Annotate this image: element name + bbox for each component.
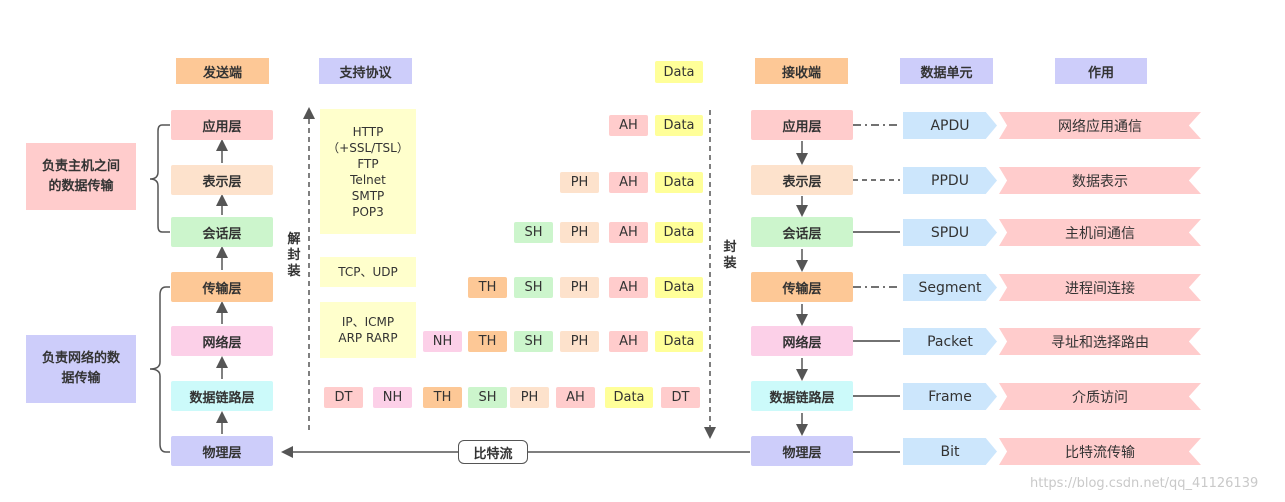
- role-transport: 进程间连接: [999, 274, 1201, 301]
- encap-label: 封装: [723, 240, 737, 271]
- role-presentation: 数据表示: [999, 167, 1201, 194]
- receiver-layer-application: 应用层: [751, 110, 853, 140]
- header-sender: 发送端: [176, 58, 269, 84]
- tag-ph: PH: [560, 277, 599, 298]
- sender-layer-application: 应用层: [171, 110, 273, 140]
- tag-dt: DT: [324, 387, 363, 408]
- header-unit: 数据单元: [900, 58, 993, 84]
- tag-th: TH: [423, 387, 462, 408]
- protocols-transport: TCP、UDP: [320, 257, 416, 287]
- receiver-layer-datalink: 数据链路层: [751, 381, 853, 411]
- role-datalink: 介质访问: [999, 383, 1201, 410]
- tag-ah: AH: [609, 277, 648, 298]
- tag-th: TH: [468, 277, 507, 298]
- receiver-layer-session: 会话层: [751, 217, 853, 247]
- tag-sh: SH: [468, 387, 507, 408]
- tag-data: Data: [655, 172, 703, 193]
- receiver-layer-presentation: 表示层: [751, 165, 853, 195]
- sender-layer-network: 网络层: [171, 326, 273, 356]
- tag-ah: AH: [609, 331, 648, 352]
- tag-nh: NH: [423, 331, 462, 352]
- side-label-host: 负责主机之间的数据传输: [26, 143, 136, 210]
- tag-nh: NH: [373, 387, 412, 408]
- header-role: 作用: [1055, 58, 1147, 84]
- tag-dt: DT: [661, 387, 700, 408]
- unit-spdu: SPDU: [903, 219, 997, 246]
- watermark: https://blog.csdn.net/qq_41126139: [1030, 476, 1259, 491]
- network-brace: [149, 286, 170, 453]
- sender-layer-datalink: 数据链路层: [171, 381, 273, 411]
- tag-data: Data: [605, 387, 653, 408]
- unit-apdu: APDU: [903, 112, 997, 139]
- decap-label: 解封装: [287, 232, 301, 279]
- unit-frame: Frame: [903, 383, 997, 410]
- tag-sh: SH: [514, 331, 553, 352]
- tag-ph: PH: [560, 172, 599, 193]
- unit-packet: Packet: [903, 328, 997, 355]
- sender-layer-presentation: 表示层: [171, 165, 273, 195]
- sender-layer-physical: 物理层: [171, 436, 273, 466]
- receiver-layer-transport: 传输层: [751, 272, 853, 302]
- tag-data: Data: [655, 222, 703, 243]
- unit-connectors: [853, 124, 900, 453]
- role-physical: 比特流传输: [999, 438, 1201, 465]
- unit-segment: Segment: [903, 274, 997, 301]
- tag-ah: AH: [609, 222, 648, 243]
- tag-sh: SH: [514, 277, 553, 298]
- unit-bit: Bit: [903, 438, 997, 465]
- role-session: 主机间通信: [999, 219, 1201, 246]
- receiver-layer-physical: 物理层: [751, 436, 853, 466]
- sender-layer-session: 会话层: [171, 217, 273, 247]
- bitflow-label: 比特流: [458, 440, 528, 464]
- header-protocols: 支持协议: [319, 58, 412, 84]
- tag-data: Data: [655, 331, 703, 352]
- tag-ah: AH: [609, 172, 648, 193]
- tag-ph: PH: [560, 331, 599, 352]
- role-network: 寻址和选择路由: [999, 328, 1201, 355]
- tag-ah: AH: [609, 115, 648, 136]
- header-data: Data: [655, 61, 703, 83]
- role-application: 网络应用通信: [999, 112, 1201, 139]
- tag-data: Data: [655, 115, 703, 136]
- receiver-layer-network: 网络层: [751, 326, 853, 356]
- unit-ppdu: PPDU: [903, 167, 997, 194]
- side-label-network: 负责网络的数据传输: [26, 335, 136, 403]
- tag-ph: PH: [510, 387, 549, 408]
- header-receiver: 接收端: [755, 58, 848, 84]
- tag-sh: SH: [514, 222, 553, 243]
- tag-th: TH: [468, 331, 507, 352]
- host-brace: [149, 124, 170, 233]
- sender-layer-transport: 传输层: [171, 272, 273, 302]
- tag-ph: PH: [560, 222, 599, 243]
- tag-data: Data: [655, 277, 703, 298]
- tag-ah: AH: [556, 387, 595, 408]
